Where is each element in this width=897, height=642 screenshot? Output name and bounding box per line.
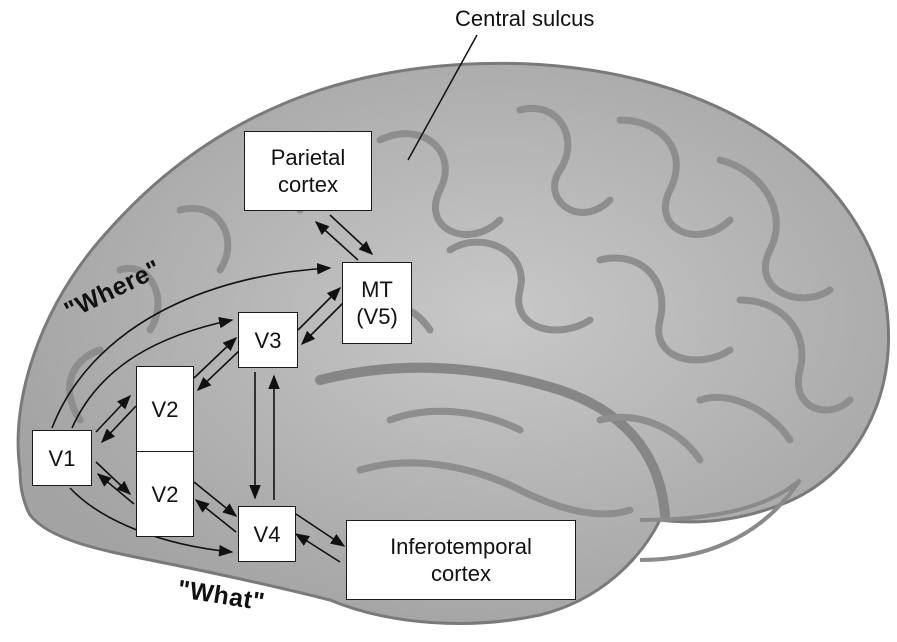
v4-box: V4	[238, 506, 296, 562]
v3-box: V3	[238, 312, 298, 368]
inferotemporal-line1: Inferotemporal	[390, 533, 532, 560]
v2-upper-box: V2	[136, 366, 194, 452]
v2-lower-box: V2	[136, 451, 194, 537]
v1-box: V1	[32, 430, 92, 486]
parietal-line2: cortex	[278, 171, 338, 198]
inferotemporal-cortex-box: Inferotemporal cortex	[346, 520, 576, 600]
v2-upper-label: V2	[152, 396, 179, 423]
v1-label: V1	[49, 445, 76, 472]
inferotemporal-line2: cortex	[431, 560, 491, 587]
central-sulcus-label: Central sulcus	[455, 6, 594, 32]
parietal-line1: Parietal	[271, 144, 346, 171]
mt-v5-box: MT (V5)	[342, 262, 412, 344]
mt-line1: MT	[361, 276, 393, 303]
parietal-cortex-box: Parietal cortex	[244, 131, 372, 211]
v2-lower-label: V2	[152, 481, 179, 508]
mt-line2: (V5)	[356, 303, 398, 330]
v3-label: V3	[255, 327, 282, 354]
v4-label: V4	[254, 521, 281, 548]
